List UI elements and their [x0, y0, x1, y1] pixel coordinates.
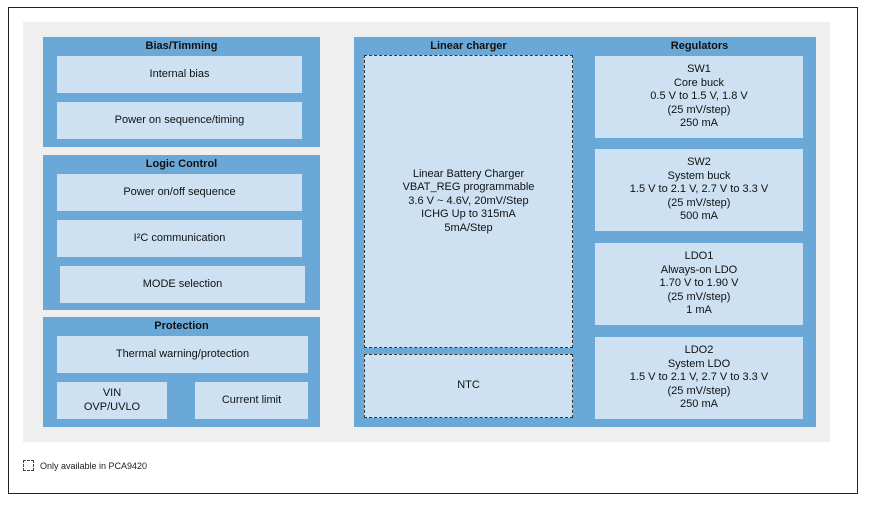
figure-frame [8, 7, 858, 494]
protection-title: Protection [154, 320, 209, 332]
logic-control-block: Logic Control Power on/off sequence I²C … [43, 155, 320, 310]
charger-regulators-block: Linear charger Regulators Linear Battery… [354, 37, 816, 427]
mode-selection-box: MODE selection [60, 266, 305, 303]
legend-label: Only available in PCA9420 [40, 460, 148, 471]
regulator-ldo2-box: LDO2 System LDO 1.5 V to 2.1 V, 2.7 V to… [595, 337, 803, 419]
linear-battery-charger-box: Linear Battery Charger VBAT_REG programm… [364, 55, 573, 348]
bias-timing-block: Bias/Timming Internal bias Power on sequ… [43, 37, 320, 147]
regulators-title: Regulators [670, 40, 729, 52]
thermal-protection-box: Thermal warning/protection [57, 336, 308, 373]
power-on-off-sequence-box: Power on/off sequence [57, 174, 302, 211]
i2c-communication-box: I²C communication [57, 220, 302, 257]
regulator-ldo1-box: LDO1 Always-on LDO 1.70 V to 1.90 V (25 … [595, 243, 803, 325]
internal-bias-box: Internal bias [57, 56, 302, 93]
current-limit-box: Current limit [195, 382, 308, 419]
protection-block: Protection Thermal warning/protection VI… [43, 317, 320, 427]
ntc-box: NTC [364, 354, 573, 418]
bias-timing-title: Bias/Timming [145, 40, 218, 52]
legend: Only available in PCA9420 [23, 460, 147, 471]
regulator-sw2-box: SW2 System buck 1.5 V to 2.1 V, 2.7 V to… [595, 149, 803, 231]
vin-ovp-uvlo-box: VIN OVP/UVLO [57, 382, 167, 419]
power-on-sequence-timing-box: Power on sequence/timing [57, 102, 302, 139]
logic-control-title: Logic Control [145, 158, 218, 170]
dashed-box-legend-icon [23, 460, 34, 471]
regulator-sw1-box: SW1 Core buck 0.5 V to 1.5 V, 1.8 V (25 … [595, 56, 803, 138]
linear-charger-title: Linear charger [430, 40, 507, 52]
